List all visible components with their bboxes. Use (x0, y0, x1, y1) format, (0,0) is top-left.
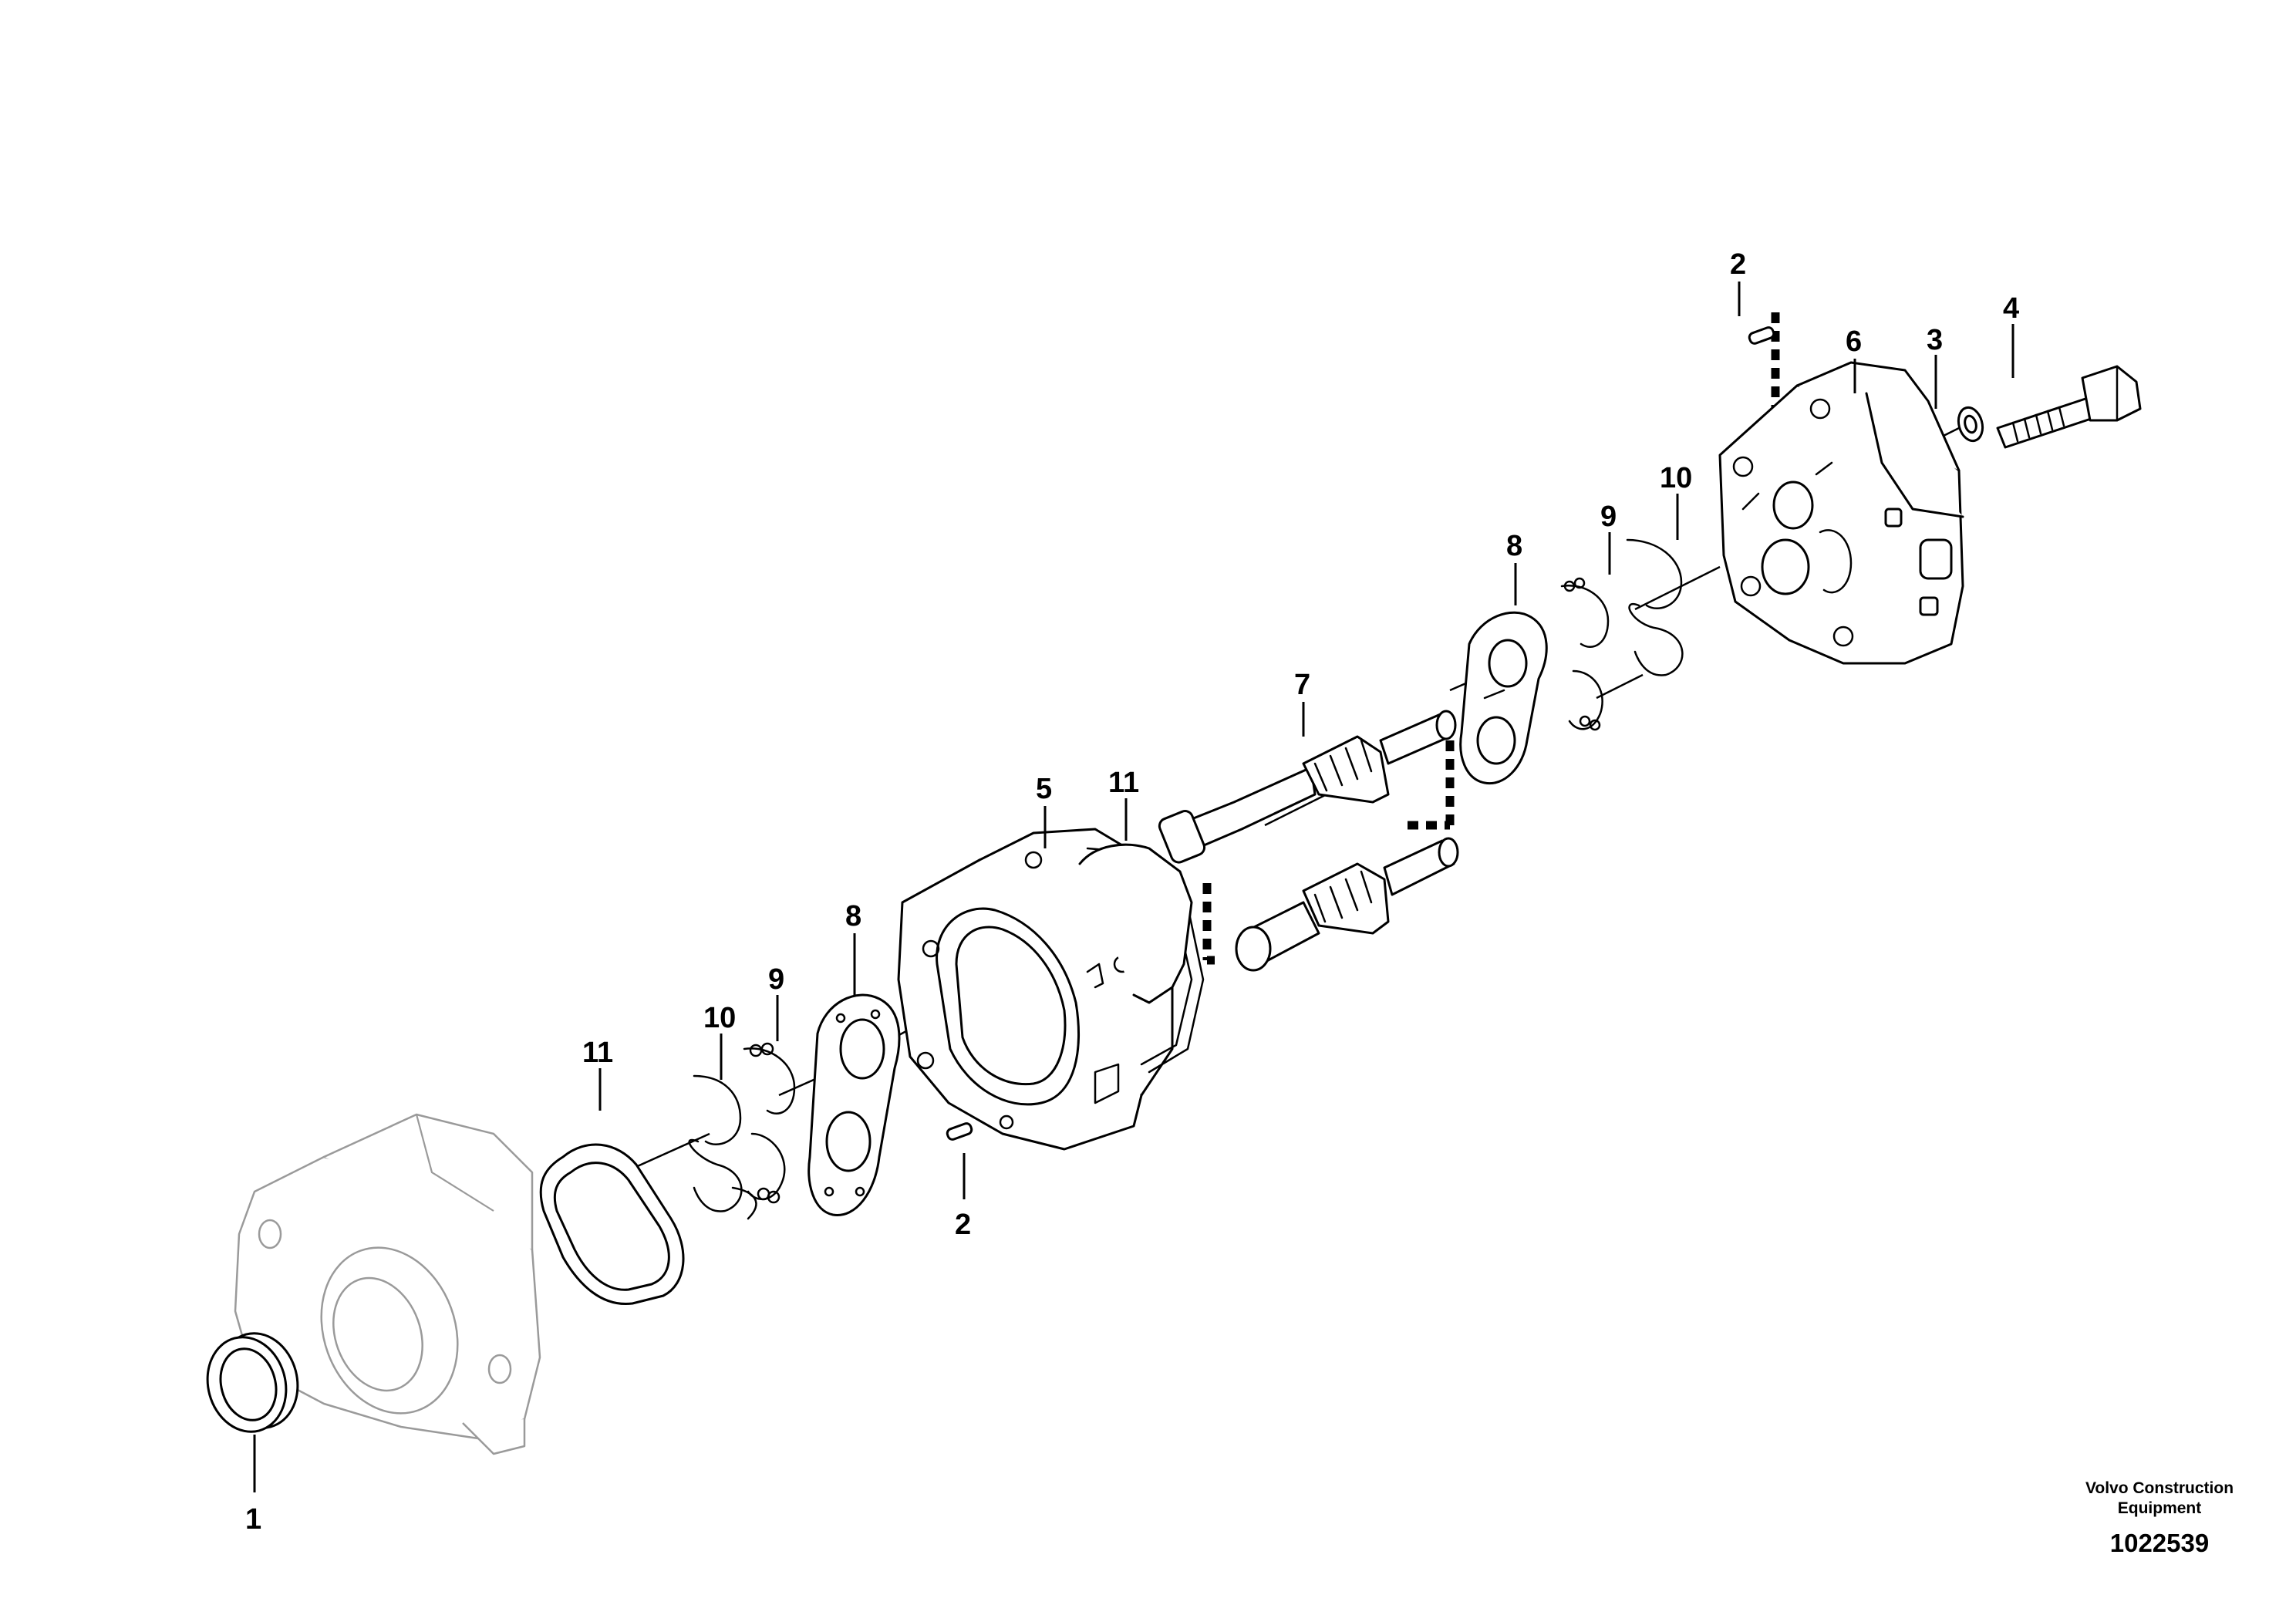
drawing-footer: Volvo Construction Equipment 1022539 (2085, 1479, 2234, 1557)
driven-gear-shaft (1235, 837, 1459, 972)
callout-5: 5 (1036, 773, 1052, 805)
callout-1: 1 (245, 1503, 261, 1536)
wear-plate-right (1459, 611, 1548, 785)
shaft-seal-ring (206, 1332, 299, 1433)
callout-2-bottom: 2 (955, 1209, 971, 1241)
callout-labels: 1 2 2 3 4 5 6 7 8 8 9 9 10 10 11 11 (245, 248, 2019, 1536)
dashed-alignment-lines (1202, 312, 1780, 965)
callout-9-right: 9 (1600, 501, 1617, 533)
retainer-ring-left (688, 1074, 757, 1220)
callout-11-right: 11 (1108, 767, 1139, 799)
backup-seal-left (743, 1042, 796, 1204)
gasket-seal-left (539, 1143, 685, 1306)
gasket-seal-right (1078, 843, 1193, 1004)
callout-4: 4 (2003, 292, 2019, 325)
backup-seal-right (1560, 577, 1610, 731)
leader-lines (253, 282, 2014, 1492)
callout-10-left: 10 (703, 1002, 736, 1034)
callout-6: 6 (1846, 325, 1862, 358)
pump-mounting-flange-ghost (234, 1113, 541, 1455)
drive-gear-shaft (1158, 710, 1457, 864)
dowel-pin-upper (1748, 326, 1775, 345)
company-name-line1: Volvo Construction (2085, 1479, 2234, 1497)
callout-8-left: 8 (845, 900, 861, 932)
washer (1957, 406, 1984, 443)
callout-7: 7 (1294, 669, 1310, 701)
callout-9-left: 9 (768, 963, 784, 996)
drawing-number: 1022539 (2110, 1529, 2209, 1557)
callout-3: 3 (1927, 324, 1943, 356)
dowel-pin-lower (946, 1122, 973, 1141)
callout-2-top: 2 (1730, 248, 1746, 281)
callout-8-right: 8 (1506, 530, 1522, 562)
gear-housing-body (897, 828, 1205, 1151)
end-cover (1718, 361, 1964, 665)
retainer-ring-right (1626, 538, 1684, 676)
callout-10-right: 10 (1660, 462, 1692, 494)
company-name-line2: Equipment (2118, 1499, 2202, 1517)
hex-bolt (1996, 365, 2142, 449)
wear-plate-left (807, 993, 901, 1216)
callout-11-left: 11 (582, 1037, 613, 1069)
